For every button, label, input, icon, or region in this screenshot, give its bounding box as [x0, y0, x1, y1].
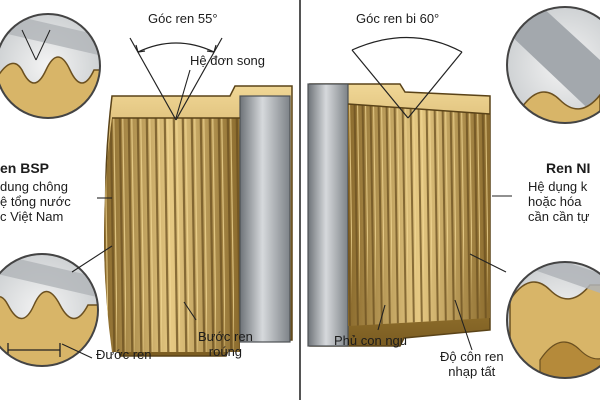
npt-steel-hex: [307, 83, 349, 347]
left-description: dung chông ệ tổng nước c Việt Nam: [0, 179, 71, 225]
right-desc-line-3: cần cần tự: [528, 208, 590, 224]
bsp-pitch-magnifier: [0, 253, 99, 367]
leader-lines: [61, 69, 512, 359]
right-description: Hệ dụng k hoặc hóa cần cần tự: [528, 179, 590, 225]
left-thread-system-label: Hệ đơn song: [190, 53, 266, 68]
right-angle-indicator: [351, 36, 463, 119]
left-pitch-bottom: Bước ren roúng: [198, 329, 253, 360]
left-pitch-bottom-line-2: roúng: [208, 343, 243, 359]
right-desc-line-2: hoặc hóa: [528, 193, 582, 209]
right-desc-line-1: Hệ dụng k: [528, 179, 588, 194]
left-desc-line-2: ệ tổng nước: [0, 193, 71, 209]
npt-thread-profile-magnifier: [506, 6, 600, 124]
left-desc-line-3: c Việt Nam: [0, 208, 64, 224]
left-angle-indicator: [129, 37, 223, 121]
npt-taper-magnifier: [506, 261, 600, 379]
bsp-steel-hex: [239, 95, 291, 343]
right-taper-label: Độ côn ren nhạp tất: [440, 349, 504, 380]
left-thread-angle-label: Góc ren 55°: [148, 11, 218, 26]
npt-fitting: [307, 83, 491, 347]
right-taper-line-2: nhạp tất: [448, 363, 496, 379]
right-taper-line-1: Độ côn ren: [440, 349, 504, 364]
bsp-fitting: [104, 85, 293, 357]
left-pitch-label: Đước ren: [96, 347, 152, 362]
bsp-thread-profile-magnifier: [0, 13, 101, 119]
right-seal-label: Phủ con ngu: [334, 333, 408, 348]
left-desc-line-1: dung chông: [0, 179, 68, 194]
right-thread-angle-label: Góc ren bi 60°: [356, 11, 440, 26]
left-panel-title: en BSP: [0, 160, 50, 176]
right-panel-title: Ren NI: [546, 160, 591, 176]
left-pitch-bottom-line-1: Bước ren: [198, 329, 253, 344]
